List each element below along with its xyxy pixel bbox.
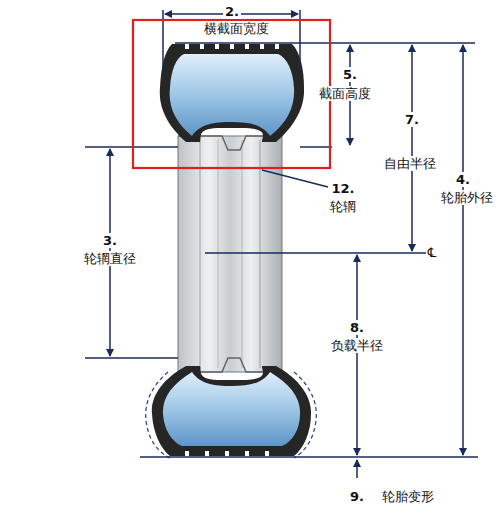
dimension-label: 轮辋直径 xyxy=(82,251,138,266)
callout-number: 3. xyxy=(101,233,119,248)
dimension-label: 轮辋 xyxy=(328,199,358,214)
highlight-box xyxy=(133,20,330,168)
callout-number: 12. xyxy=(329,181,356,196)
dimension-label: 负载半径 xyxy=(329,338,385,353)
callout-number: 7. xyxy=(403,112,421,127)
dimension-lines xyxy=(85,10,478,478)
dimension-label: ℄ xyxy=(426,245,438,260)
dimension-label: 横截面宽度 xyxy=(202,21,271,36)
tire-section-top xyxy=(160,43,304,142)
dimension-label: 轮胎外径 xyxy=(439,190,495,205)
callout-number: 2. xyxy=(223,4,241,19)
callout-number: 4. xyxy=(454,172,472,187)
tire-section-bottom xyxy=(146,366,317,458)
callout-number: 9. xyxy=(348,489,366,504)
callout-number: 5. xyxy=(341,67,359,82)
callout-number: 8. xyxy=(348,320,366,335)
dimension-label: 轮胎变形 xyxy=(380,489,436,504)
dimension-label: 自由半径 xyxy=(382,156,438,171)
dimension-label: 截面高度 xyxy=(317,86,373,101)
